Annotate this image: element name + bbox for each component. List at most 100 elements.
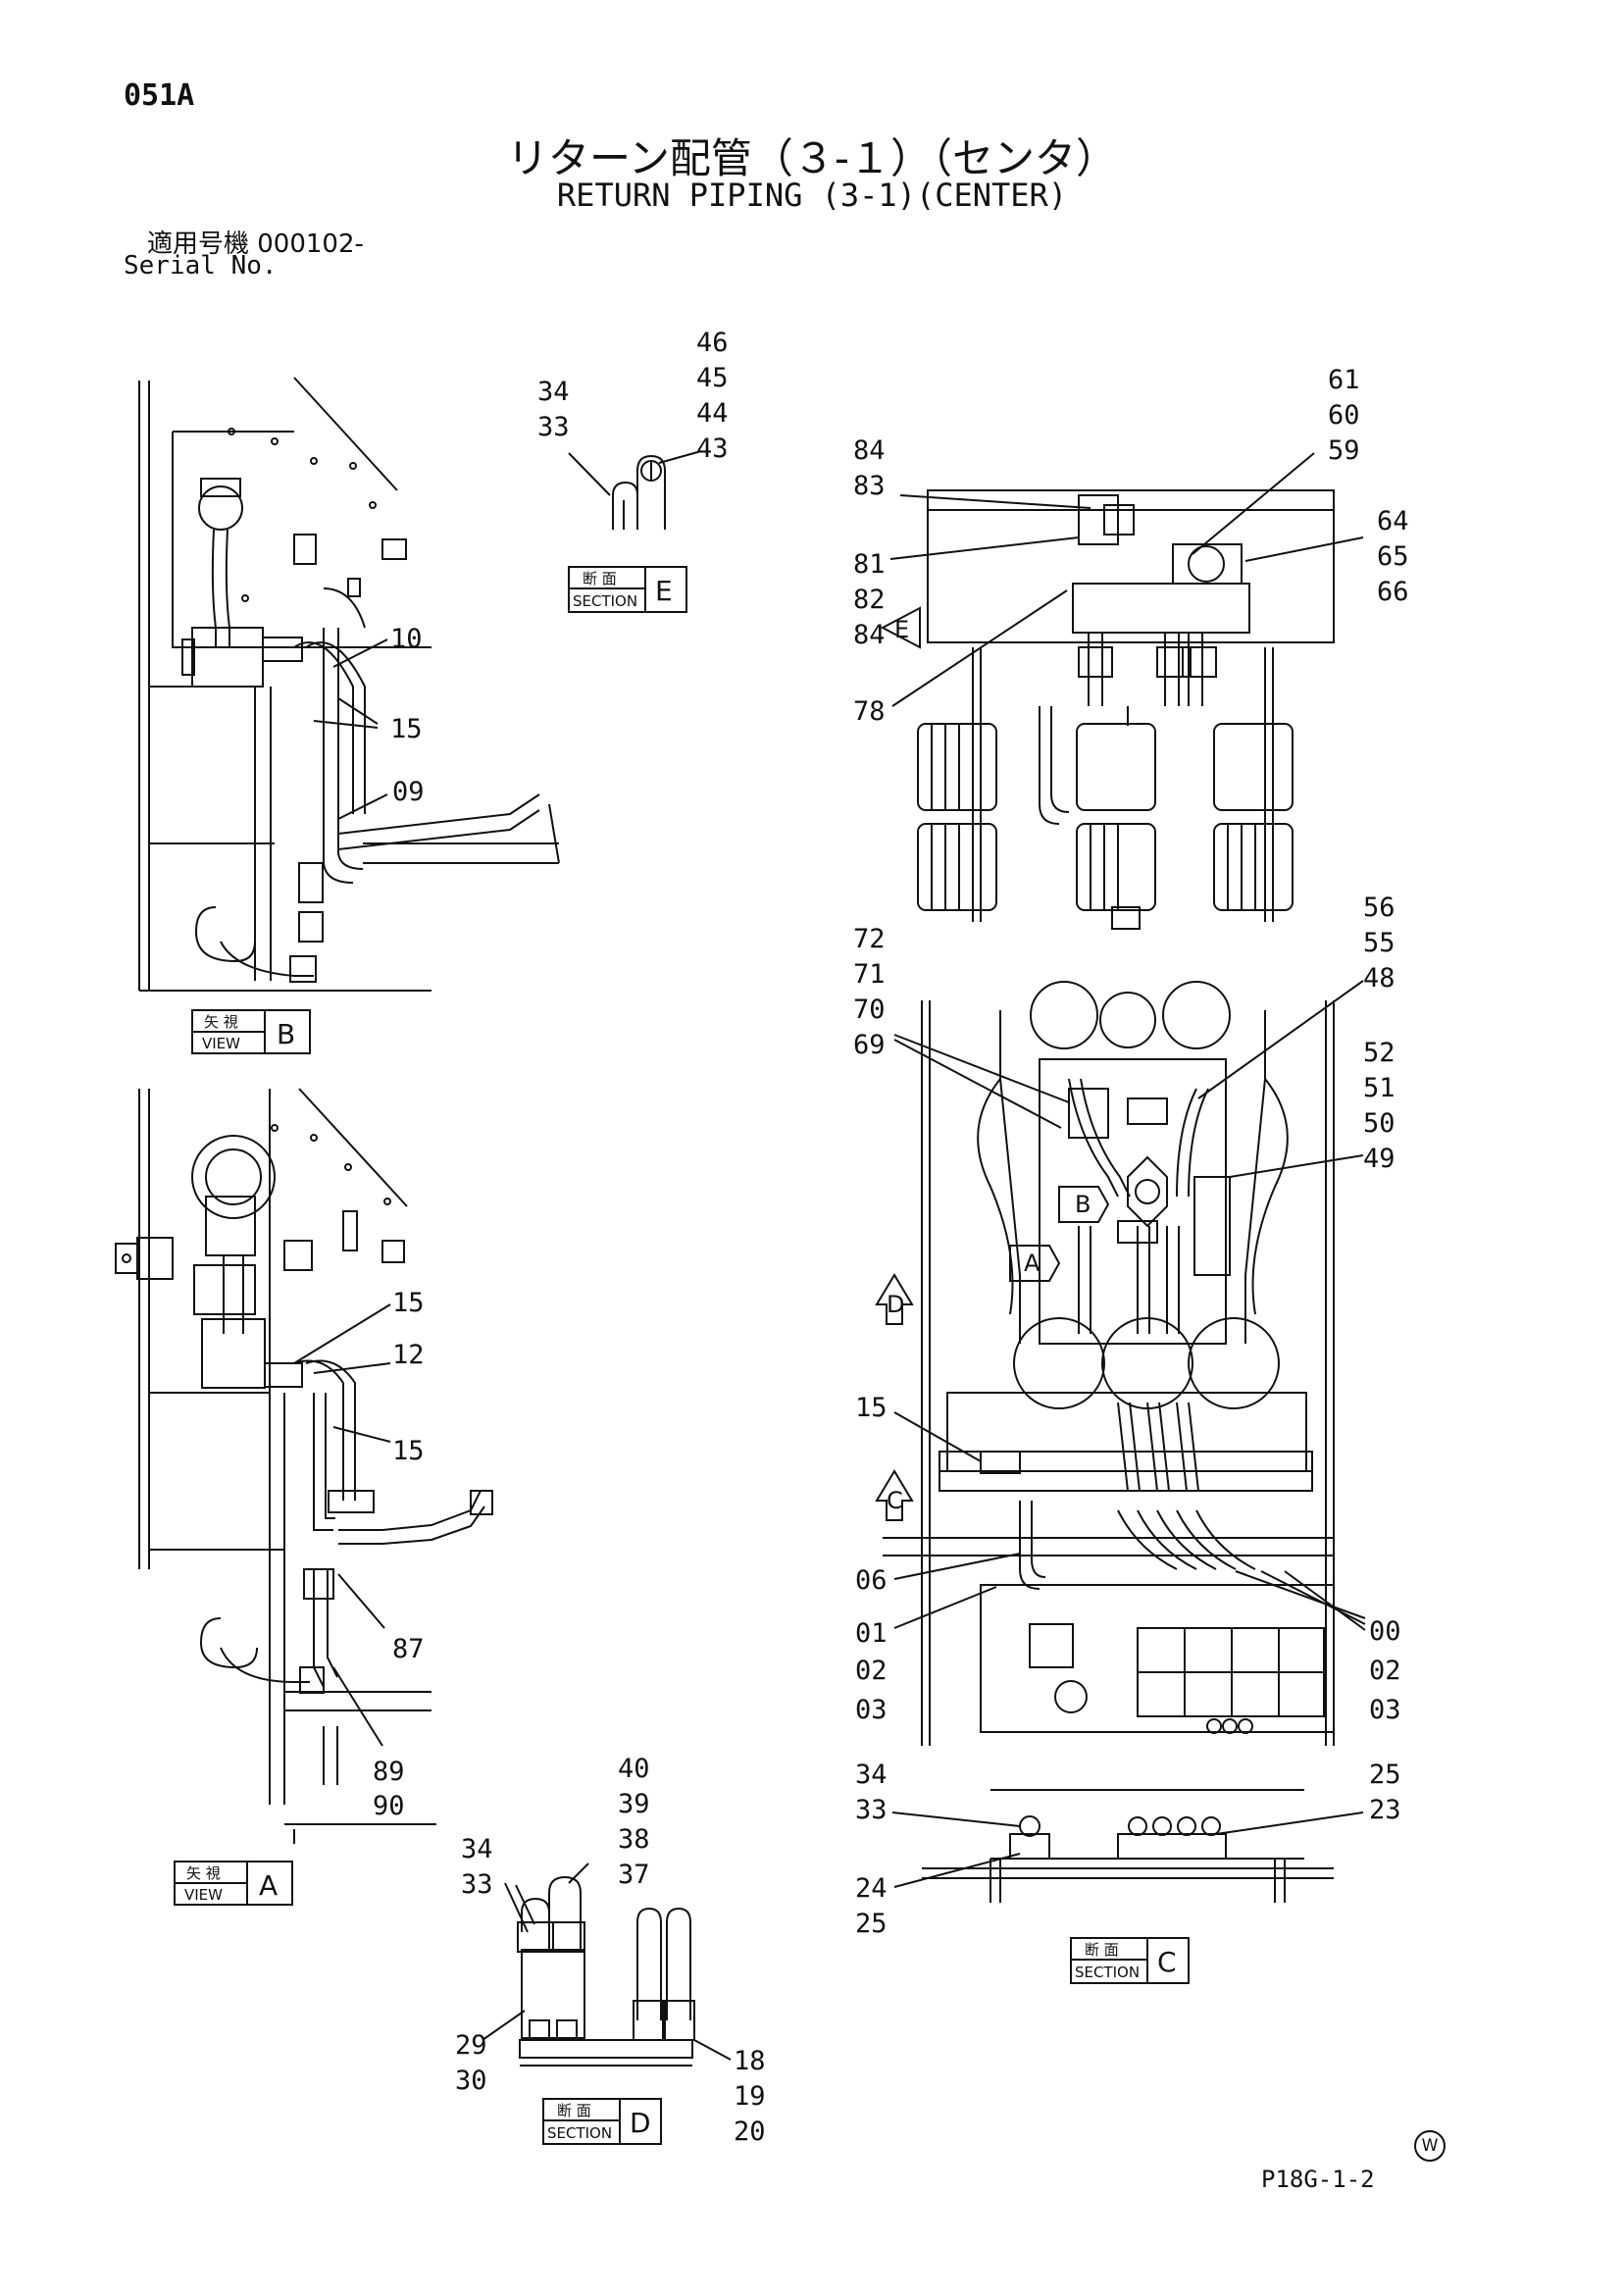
callout-section-d-40: 40 (618, 1754, 650, 1784)
callout-section-d-18: 18 (734, 2046, 766, 2076)
section-c-letter: C (1157, 1946, 1177, 1978)
callout-view-b-09: 09 (392, 777, 425, 807)
callout-section-d-30: 30 (455, 2066, 487, 2096)
callout-section-d-19: 19 (734, 2081, 766, 2112)
top-right-drawing: E (880, 452, 1364, 930)
section-e-letter: E (655, 575, 673, 607)
callout-section-e-33: 33 (537, 412, 570, 442)
page-title-english: RETURN PIPING (3-1)(CENTER) (556, 177, 1068, 214)
callout-section-d-34: 34 (461, 1834, 493, 1864)
view-b-badge: 矢 視 VIEW B (191, 1009, 311, 1054)
callout-top-right-84-b: 84 (853, 620, 886, 650)
callout-top-right-60: 60 (1328, 400, 1360, 431)
section-e-badge: 断 面 SECTION E (568, 566, 687, 613)
callout-mid-right-48: 48 (1363, 963, 1396, 994)
callout-mid-right-52: 52 (1363, 1038, 1396, 1068)
callout-view-a-89: 89 (373, 1757, 405, 1787)
callout-section-d-29: 29 (455, 2030, 487, 2061)
callout-top-right-83: 83 (853, 471, 886, 501)
callout-view-a-87: 87 (392, 1634, 425, 1664)
callout-section-c-24: 24 (855, 1873, 888, 1904)
callout-top-right-59: 59 (1328, 435, 1360, 466)
callout-mid-right-55: 55 (1363, 928, 1396, 958)
callout-section-c-23: 23 (1369, 1795, 1401, 1825)
view-b-drawing (138, 377, 560, 992)
section-d-jp: 断 面 (557, 2102, 591, 2119)
callout-top-right-64: 64 (1377, 506, 1409, 536)
page-code: 051A (124, 78, 195, 113)
callout-section-c-25-b: 25 (855, 1909, 888, 1939)
serial-label-english: Serial No. (124, 251, 278, 281)
section-c-en: SECTION (1075, 1964, 1140, 1981)
callout-mid-right-72: 72 (853, 924, 886, 954)
section-d-badge: 断 面 SECTION D (542, 2098, 662, 2145)
view-b-en: VIEW (202, 1035, 240, 1052)
callout-section-e-44: 44 (696, 398, 729, 429)
copyright-mark-icon: W (1414, 2130, 1446, 2162)
callout-section-e-43: 43 (696, 434, 729, 464)
serial-label-japanese: 適用号機 000102- (147, 230, 364, 259)
callout-section-c-25: 25 (1369, 1760, 1401, 1790)
callout-mid-right-02: 02 (855, 1656, 888, 1686)
callout-view-b-15: 15 (390, 714, 423, 744)
section-c-jp: 断 面 (1085, 1941, 1119, 1959)
callout-mid-right-06: 06 (855, 1565, 888, 1596)
callout-section-e-34: 34 (537, 377, 570, 407)
callout-mid-right-03-r: 03 (1369, 1695, 1401, 1725)
callout-section-d-37: 37 (618, 1860, 650, 1890)
view-a-letter: A (259, 1869, 278, 1902)
callout-mid-right-50: 50 (1363, 1108, 1396, 1139)
callout-view-a-15-top: 15 (392, 1288, 425, 1318)
arrow-a-letter: A (1024, 1250, 1040, 1277)
section-c-drawing (891, 1789, 1364, 1903)
callout-mid-right-15: 15 (855, 1393, 888, 1423)
view-b-letter: B (277, 1018, 295, 1050)
section-d-drawing (482, 1862, 732, 2066)
callout-top-right-66: 66 (1377, 577, 1409, 607)
section-c-badge: 断 面 SECTION C (1070, 1937, 1190, 1984)
callout-section-d-33: 33 (461, 1869, 493, 1900)
callout-section-c-34: 34 (855, 1760, 888, 1790)
page-title-japanese: リターン配管（３-１）（センタ） (506, 134, 1118, 182)
section-e-drawing (568, 450, 702, 530)
callout-mid-right-03: 03 (855, 1695, 888, 1725)
callout-top-right-84-a: 84 (853, 435, 886, 466)
arrow-d-letter: D (887, 1291, 904, 1318)
callout-view-a-12: 12 (392, 1340, 425, 1370)
callout-view-a-15-bottom: 15 (392, 1436, 425, 1466)
callout-view-a-90: 90 (373, 1791, 405, 1821)
view-a-badge: 矢 視 VIEW A (174, 1861, 293, 1906)
section-d-letter: D (630, 2107, 651, 2139)
view-a-jp: 矢 視 (186, 1864, 221, 1882)
callout-section-d-20: 20 (734, 2117, 766, 2147)
callout-mid-right-56: 56 (1363, 893, 1396, 923)
callout-mid-right-01: 01 (855, 1618, 888, 1649)
callout-top-right-65: 65 (1377, 541, 1409, 572)
view-b-jp: 矢 視 (204, 1013, 238, 1031)
callout-section-c-33: 33 (855, 1795, 888, 1825)
callout-top-right-78: 78 (853, 696, 886, 727)
callout-mid-right-02-r: 02 (1369, 1656, 1401, 1686)
callout-top-right-82: 82 (853, 585, 886, 615)
callout-mid-right-71: 71 (853, 959, 886, 990)
section-e-jp: 断 面 (583, 570, 617, 587)
callout-section-e-45: 45 (696, 363, 729, 393)
callout-mid-right-49: 49 (1363, 1144, 1396, 1174)
callout-top-right-81: 81 (853, 549, 886, 580)
arrow-c-letter: C (887, 1487, 903, 1514)
callout-mid-right-69: 69 (853, 1030, 886, 1060)
callout-mid-right-00: 00 (1369, 1616, 1401, 1647)
callout-section-d-39: 39 (618, 1789, 650, 1819)
view-a-drawing (115, 1088, 493, 1844)
callout-top-right-61: 61 (1328, 365, 1360, 395)
page-reference: P18G-1-2 (1261, 2166, 1375, 2193)
callout-mid-right-51: 51 (1363, 1073, 1396, 1103)
section-d-en: SECTION (547, 2124, 612, 2142)
view-a-en: VIEW (184, 1886, 223, 1904)
callout-section-e-46: 46 (696, 328, 729, 358)
callout-mid-right-70: 70 (853, 995, 886, 1025)
section-e-en: SECTION (573, 592, 637, 610)
arrow-b-letter: B (1075, 1191, 1091, 1218)
mid-right-drawing: B A D (875, 980, 1366, 1746)
